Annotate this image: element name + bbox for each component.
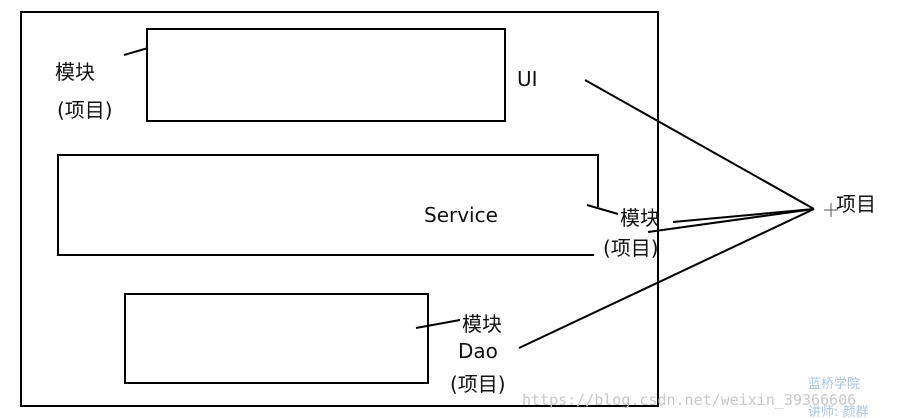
watermark-brand-line1: 蓝桥学院 xyxy=(808,376,860,392)
watermark-brand-line2: 讲师: 颜群 xyxy=(808,404,869,418)
outer-frame xyxy=(20,11,659,407)
watermark-url: https://blog.csdn.net/weixin_39366606 xyxy=(522,391,856,409)
connector-ui-to-project xyxy=(584,79,815,210)
connector-service-low-to-project xyxy=(647,208,815,233)
dao-module-project-label: (项目) xyxy=(450,372,506,396)
service-module-pointer xyxy=(586,204,619,215)
ui-module-pointer xyxy=(123,47,149,56)
service-label: Service xyxy=(424,203,498,227)
dao-module-label: 模块 xyxy=(462,312,502,336)
crosshair-icon xyxy=(824,203,838,217)
ui-module-project-label: (项目) xyxy=(57,98,113,122)
dao-label: Dao xyxy=(458,339,498,363)
ui-label: UI xyxy=(517,67,538,91)
project-label: 项目 xyxy=(836,192,876,216)
dao-box xyxy=(124,293,429,384)
service-module-label: 模块 xyxy=(620,206,660,230)
service-module-project-label: (项目) xyxy=(603,236,659,260)
service-box xyxy=(57,154,599,256)
connector-service-to-project xyxy=(672,208,815,223)
dao-module-pointer xyxy=(415,319,461,329)
ui-module-label: 模块 xyxy=(55,60,95,84)
ui-box xyxy=(146,28,506,122)
connector-dao-to-project xyxy=(518,208,815,349)
